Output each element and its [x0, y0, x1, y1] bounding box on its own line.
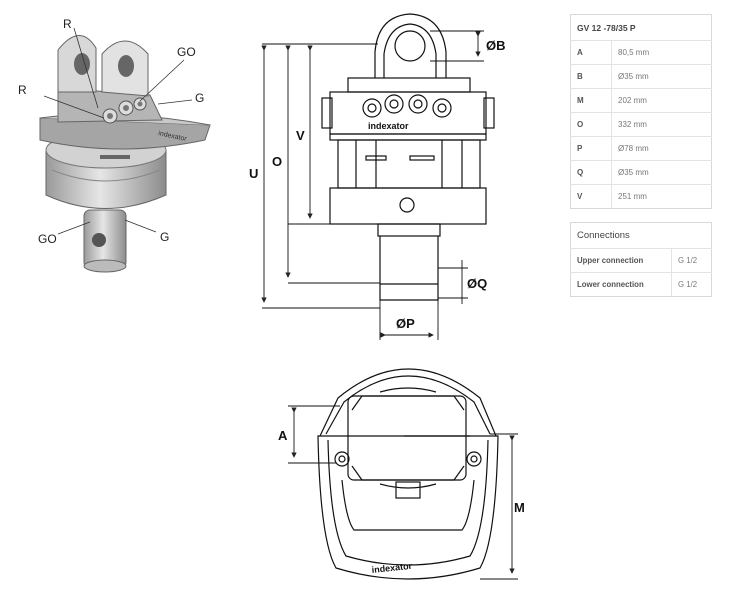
dim-label-a: A	[278, 428, 288, 443]
connections-table-title: Connections	[577, 230, 630, 241]
callout-go-top: GO	[177, 45, 196, 59]
technical-drawings: indexator R GO R G GO G	[18, 13, 525, 580]
connection-value: G 1/2	[671, 272, 712, 297]
top-brand-text: indexator	[371, 561, 413, 575]
dim-label-v: V	[296, 128, 305, 143]
callout-r-left: R	[18, 83, 27, 97]
spec-value: Ø35 mm	[611, 64, 712, 89]
spec-key: M	[570, 88, 612, 113]
spec-key: Q	[570, 160, 612, 185]
spec-value: 80,5 mm	[611, 40, 712, 65]
spec-key: O	[570, 112, 612, 137]
dim-label-u: U	[249, 166, 258, 181]
top-view-drawing	[317, 368, 499, 580]
callout-g-right: G	[195, 91, 204, 105]
spec-table-title: GV 12 -78/35 P	[577, 22, 636, 33]
callout-r-top: R	[63, 17, 72, 31]
dim-label-q: ØQ	[467, 276, 487, 291]
front-view-drawing	[321, 13, 495, 301]
front-view-dimension-labels: ØB V O U ØQ ØP	[249, 38, 506, 331]
spec-key: A	[570, 40, 612, 65]
spec-value: Ø78 mm	[611, 136, 712, 161]
spec-value: Ø35 mm	[611, 160, 712, 185]
dim-label-m: M	[514, 500, 525, 515]
spec-key: P	[570, 136, 612, 161]
connection-value: G 1/2	[671, 248, 712, 273]
spec-key: V	[570, 184, 612, 209]
spec-value: 202 mm	[611, 88, 712, 113]
callout-g-bottom: G	[160, 230, 169, 244]
dim-label-o: O	[272, 154, 282, 169]
top-view-dimensions	[288, 405, 518, 580]
spec-value: 332 mm	[611, 112, 712, 137]
spec-value: 251 mm	[611, 184, 712, 209]
front-view-dimensions	[261, 30, 484, 340]
dim-label-p: ØP	[396, 316, 415, 331]
dim-label-b: ØB	[486, 38, 506, 53]
spec-key: B	[570, 64, 612, 89]
connection-key: Lower connection	[570, 272, 672, 297]
port-callouts: R GO R G GO G	[18, 17, 204, 246]
front-brand-text: indexator	[368, 121, 409, 131]
connection-key: Upper connection	[570, 248, 672, 273]
callout-go-bottom: GO	[38, 232, 57, 246]
rotator-3d-render: indexator	[39, 35, 211, 273]
